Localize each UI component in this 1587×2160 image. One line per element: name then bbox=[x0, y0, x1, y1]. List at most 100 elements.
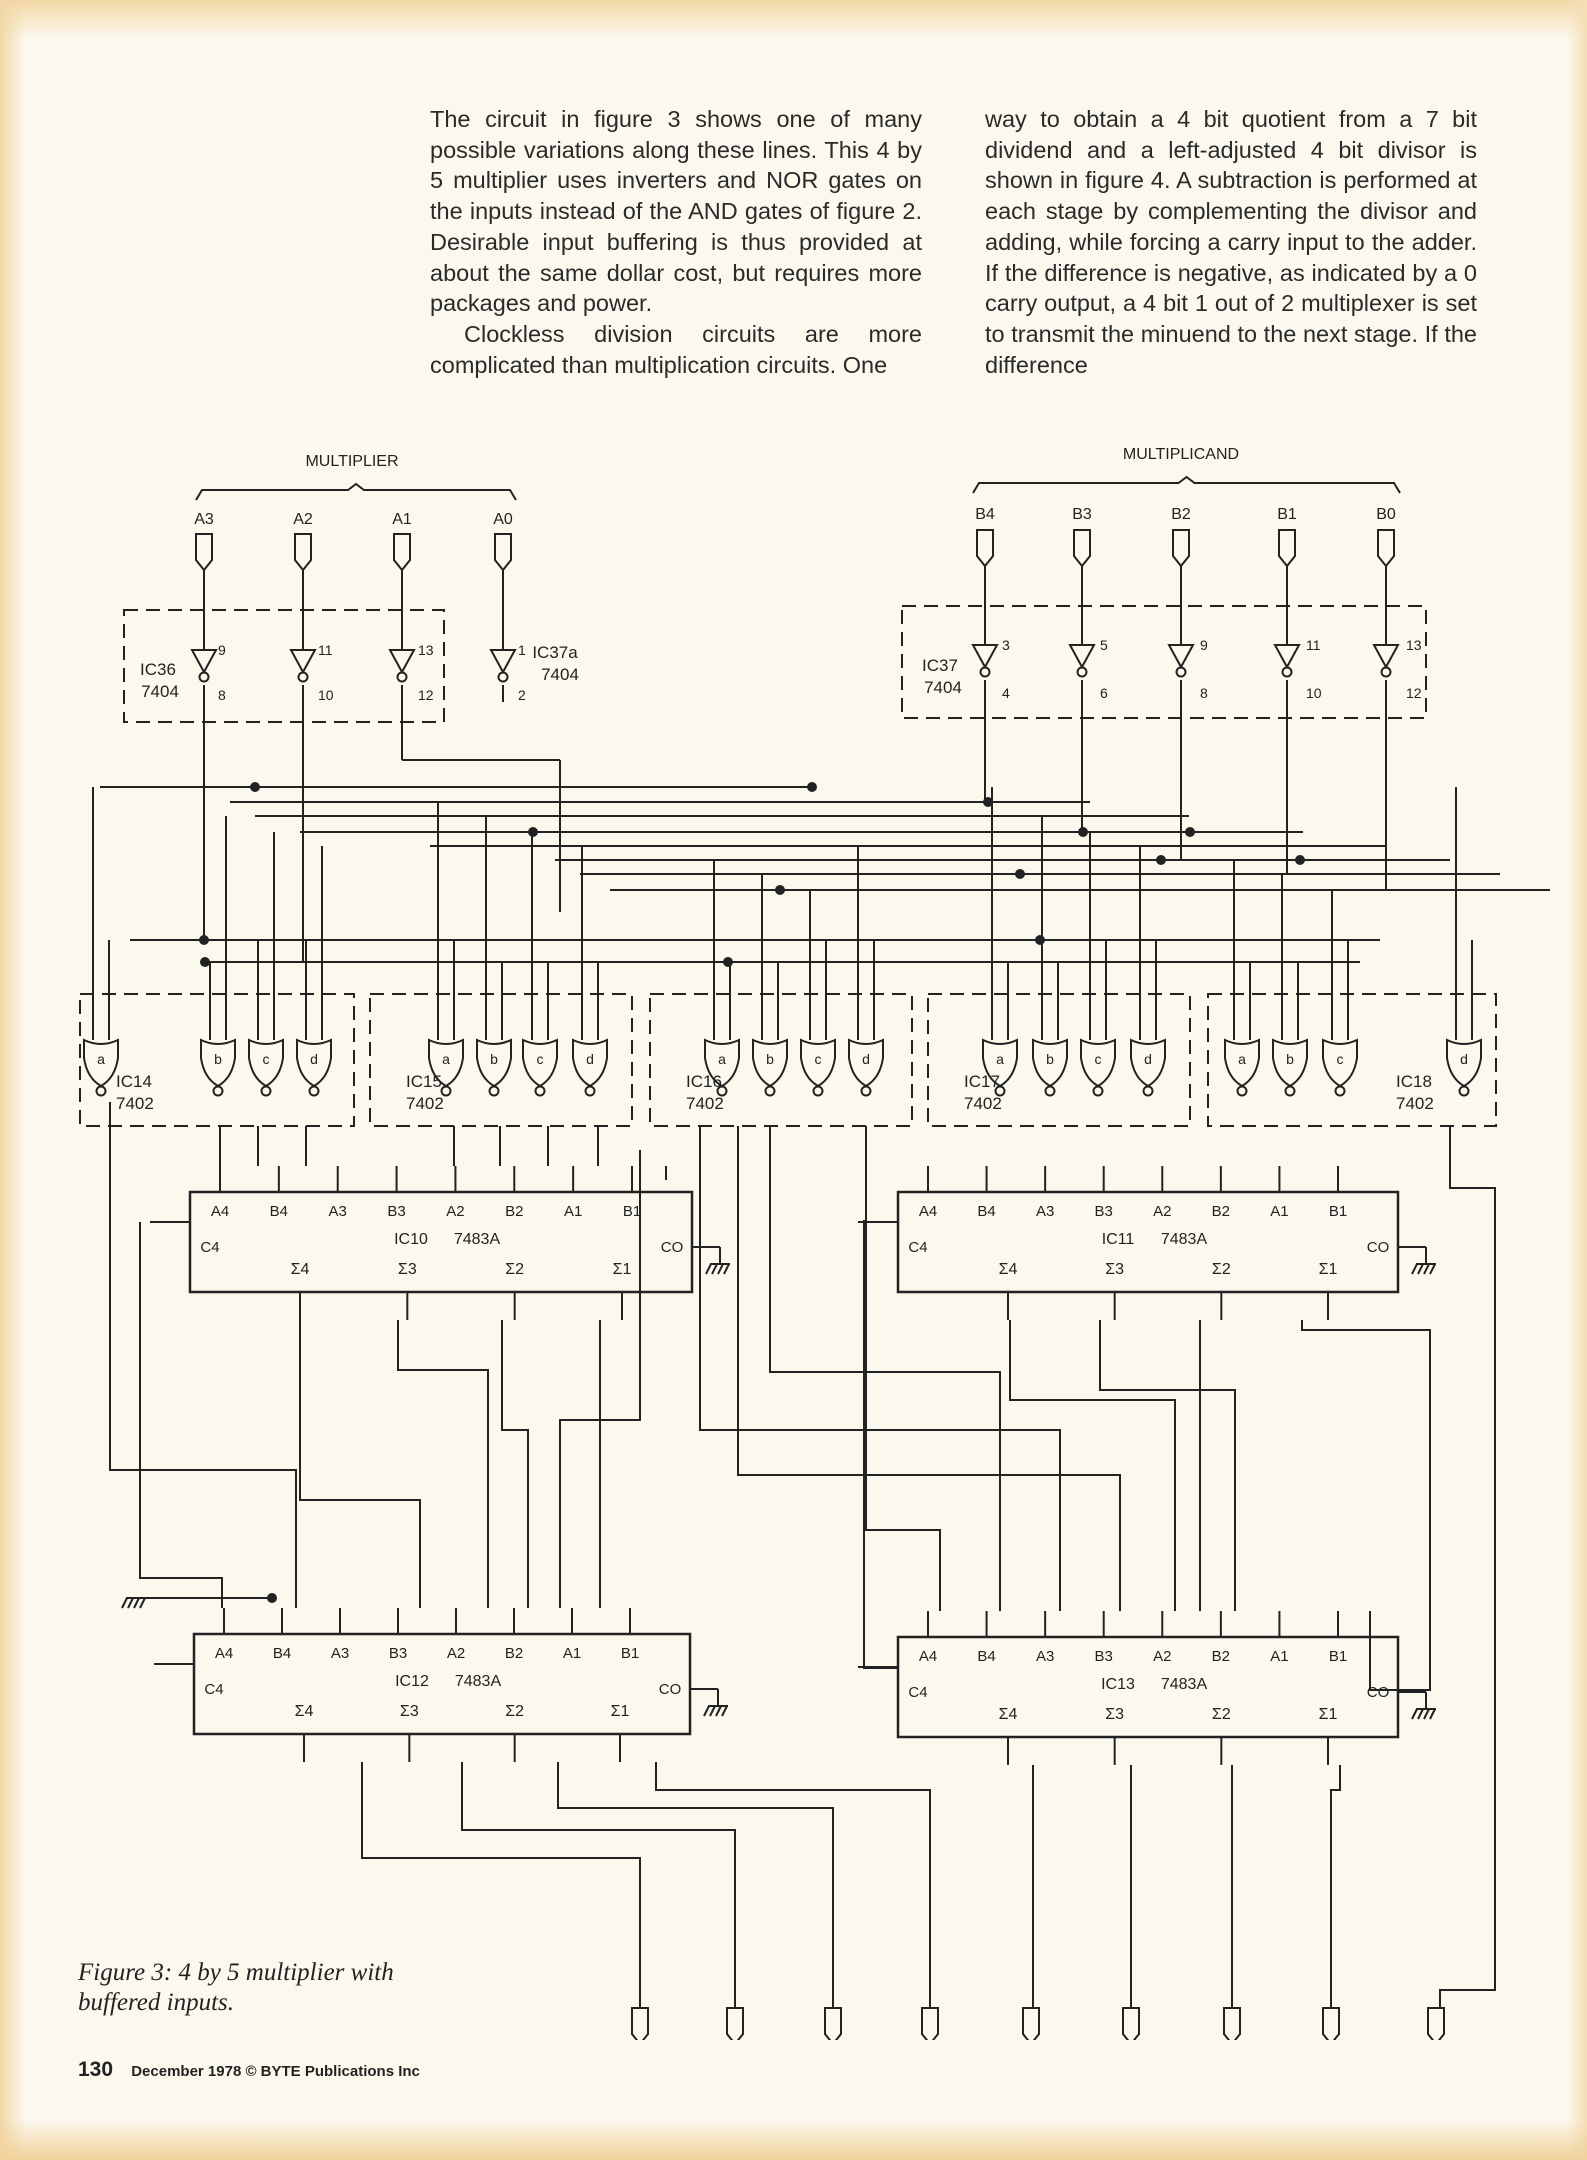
text-column-right: way to obtain a 4 bit quotient from a 7 … bbox=[985, 104, 1477, 380]
ic37-ref: IC37 bbox=[922, 656, 958, 675]
wire bbox=[699, 1126, 1061, 1611]
adder-ref-10: IC10 bbox=[394, 1231, 428, 1248]
input-terminal-a1 bbox=[393, 533, 411, 572]
adder-pin-b2: B2 bbox=[1212, 1203, 1230, 1220]
input-label-b1: B1 bbox=[1277, 506, 1297, 523]
pin-number: 13 bbox=[1406, 637, 1422, 653]
nor-part-15: 7402 bbox=[406, 1094, 444, 1113]
adder-sum-1: Σ1 bbox=[1319, 1261, 1338, 1278]
brace bbox=[195, 482, 517, 501]
wire bbox=[361, 1762, 641, 2008]
ground-symbol bbox=[1429, 1708, 1436, 1720]
wire bbox=[109, 1102, 297, 1608]
multiplicand-label: MULTIPLICAND bbox=[1123, 446, 1239, 463]
junction-dot bbox=[1156, 855, 1166, 865]
adder-sum-2: Σ2 bbox=[505, 1703, 524, 1720]
inverter-a3 bbox=[190, 649, 218, 675]
inverter-b1 bbox=[1273, 644, 1301, 670]
gate-letter: d bbox=[1144, 1051, 1152, 1067]
nor-gate-15d bbox=[572, 1038, 608, 1088]
nor-gate-18a bbox=[1224, 1038, 1260, 1088]
nor-gate-18b bbox=[1272, 1038, 1308, 1088]
ic37a-ref: IC37a bbox=[532, 643, 578, 662]
adder-sum-1: Σ1 bbox=[611, 1703, 630, 1720]
adder-pin-a3: A3 bbox=[1036, 1203, 1054, 1220]
adder-pin-co: CO bbox=[661, 1239, 684, 1256]
input-terminal-a2 bbox=[294, 533, 312, 572]
nor-gate-17a bbox=[982, 1038, 1018, 1088]
paragraph-division-cont: way to obtain a 4 bit quotient from a 7 … bbox=[985, 106, 1477, 378]
inverter-a2-bubble bbox=[297, 671, 309, 683]
inverter-b3-bubble bbox=[1076, 666, 1088, 678]
nor-part-16: 7402 bbox=[686, 1094, 724, 1113]
inverter-a1-bubble bbox=[396, 671, 408, 683]
adder-pin-a2: A2 bbox=[446, 1203, 464, 1220]
input-label-b4: B4 bbox=[975, 506, 995, 523]
inverter-b2-bubble bbox=[1175, 666, 1187, 678]
ground-symbol bbox=[139, 1597, 146, 1609]
adder-pin-b1: B1 bbox=[1329, 1203, 1347, 1220]
junction-dot bbox=[267, 1593, 277, 1603]
gate-letter: d bbox=[862, 1051, 870, 1067]
ground-symbol bbox=[1411, 1708, 1418, 1720]
input-label-a3: A3 bbox=[194, 511, 214, 528]
junction-dot bbox=[1015, 869, 1025, 879]
input-terminal-a0 bbox=[494, 533, 512, 572]
wire bbox=[1301, 1320, 1431, 1691]
ground-symbol bbox=[1417, 1263, 1424, 1275]
ground-symbol bbox=[711, 1263, 718, 1275]
input-terminal-b0 bbox=[1377, 529, 1395, 568]
junction-dot bbox=[1295, 855, 1305, 865]
pin-number: 10 bbox=[318, 687, 334, 703]
adder-pin-c4: C4 bbox=[204, 1681, 223, 1698]
adder-pin-a1: A1 bbox=[1270, 1648, 1288, 1665]
pin-number: 2 bbox=[518, 687, 526, 703]
adder-sum-4: Σ4 bbox=[999, 1706, 1018, 1723]
nor-gate-15c-bubble bbox=[534, 1085, 546, 1097]
nor-gate-14a bbox=[83, 1038, 119, 1088]
adder-sum-4: Σ4 bbox=[999, 1261, 1018, 1278]
gate-letter: a bbox=[442, 1051, 450, 1067]
adder-pin-b1: B1 bbox=[623, 1203, 641, 1220]
ground-symbol bbox=[717, 1263, 724, 1275]
output-terminal-p2 bbox=[1223, 2007, 1241, 2040]
gate-letter: d bbox=[1460, 1051, 1468, 1067]
adder-pin-b1: B1 bbox=[1329, 1648, 1347, 1665]
input-terminal-b4 bbox=[976, 529, 994, 568]
adder-pin-a3: A3 bbox=[331, 1645, 349, 1662]
nor-gate-14b-bubble bbox=[212, 1085, 224, 1097]
nor-ref-15: IC15 bbox=[406, 1072, 442, 1091]
wire bbox=[769, 1126, 1001, 1611]
inverter-a3-bubble bbox=[198, 671, 210, 683]
ground-symbol bbox=[715, 1705, 722, 1717]
wire bbox=[655, 1762, 931, 2008]
inverter-a0-bubble bbox=[497, 671, 509, 683]
pin-number: 9 bbox=[1200, 637, 1208, 653]
gate-letter: c bbox=[815, 1051, 822, 1067]
brace bbox=[972, 475, 1401, 494]
adder-pin-a3: A3 bbox=[329, 1203, 347, 1220]
inverter-b2 bbox=[1167, 644, 1195, 670]
inverter-b4-bubble bbox=[979, 666, 991, 678]
output-terminal-p5 bbox=[921, 2007, 939, 2040]
inverter-a2 bbox=[289, 649, 317, 675]
pin-number: 11 bbox=[1306, 637, 1321, 653]
ground-symbol bbox=[709, 1705, 716, 1717]
pin-number: 10 bbox=[1306, 685, 1322, 701]
adder-part-11: 7483A bbox=[1161, 1231, 1208, 1248]
gate-letter: b bbox=[490, 1051, 498, 1067]
adder-pin-a4: A4 bbox=[919, 1203, 937, 1220]
gate-letter: b bbox=[766, 1051, 774, 1067]
nor-gate-17a-bubble bbox=[994, 1085, 1006, 1097]
ground-symbol bbox=[1417, 1708, 1424, 1720]
adder-pin-co: CO bbox=[659, 1681, 682, 1698]
nor-gate-16d-bubble bbox=[860, 1085, 872, 1097]
nor-gate-14d bbox=[296, 1038, 332, 1088]
ground-symbol bbox=[1429, 1263, 1436, 1275]
input-terminal-b2 bbox=[1172, 529, 1190, 568]
figure-caption: Figure 3: 4 by 5 multiplier with buffere… bbox=[78, 1959, 394, 2016]
input-label-b0: B0 bbox=[1376, 506, 1396, 523]
paper-edge-top bbox=[0, 0, 1587, 38]
adder-ic10 bbox=[188, 1190, 694, 1294]
gate-letter: d bbox=[310, 1051, 318, 1067]
